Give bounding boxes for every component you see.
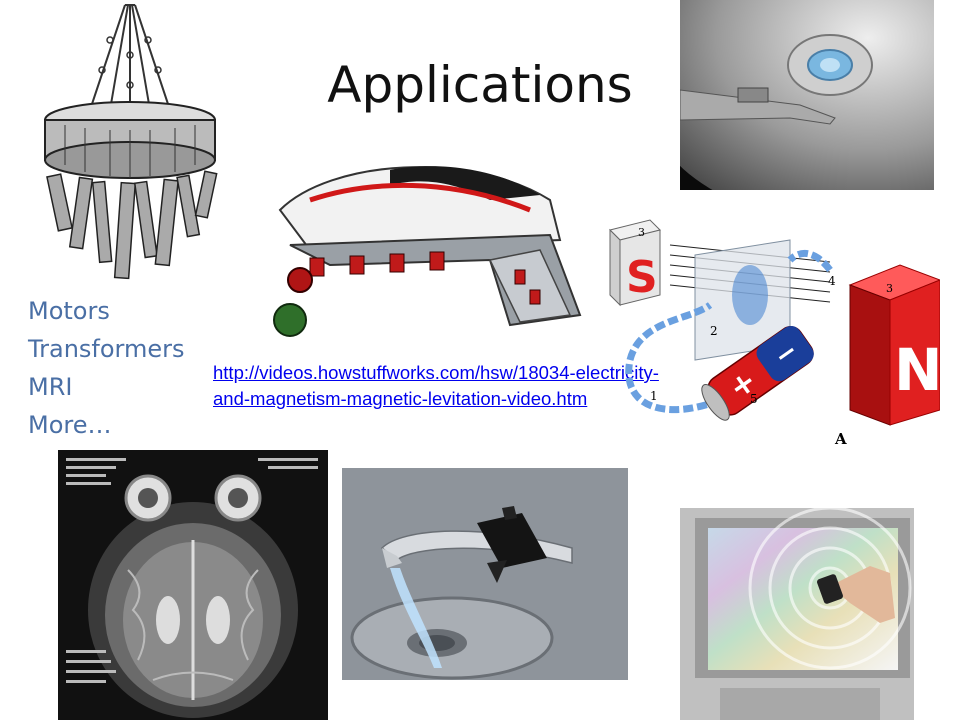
- video-link[interactable]: http://videos.howstuffworks.com/hsw/1803…: [213, 362, 659, 409]
- label-2: 2: [710, 324, 718, 338]
- mri-brain-scan-image: [58, 450, 328, 720]
- bullet-mri: MRI: [28, 373, 73, 401]
- bullet-motors: Motors: [28, 297, 110, 325]
- bullet-more: More…: [28, 411, 112, 439]
- bullet-transformers: Transformers: [28, 335, 185, 363]
- n-pole-label: N: [894, 336, 940, 404]
- crt-monitor-magnet-image: [680, 508, 914, 720]
- slide-title: Applications: [327, 56, 633, 114]
- faucet-water-image: [342, 468, 628, 680]
- label-3b: 3: [886, 282, 893, 295]
- magnetic-field-circuit-image: S 3 4 2 + − 5 1: [600, 210, 940, 450]
- label-1: 1: [650, 389, 658, 403]
- hard-drive-image: [680, 0, 934, 190]
- lifting-electromagnet-image: [30, 0, 230, 290]
- maglev-train-image: [250, 140, 590, 350]
- label-3a: 3: [638, 226, 645, 239]
- bullet-list: Motors Transformers MRI More…: [28, 292, 185, 444]
- label-5: 5: [750, 392, 758, 406]
- s-pole-label: S: [626, 252, 658, 303]
- label-a: A: [834, 430, 847, 448]
- label-4: 4: [828, 274, 836, 288]
